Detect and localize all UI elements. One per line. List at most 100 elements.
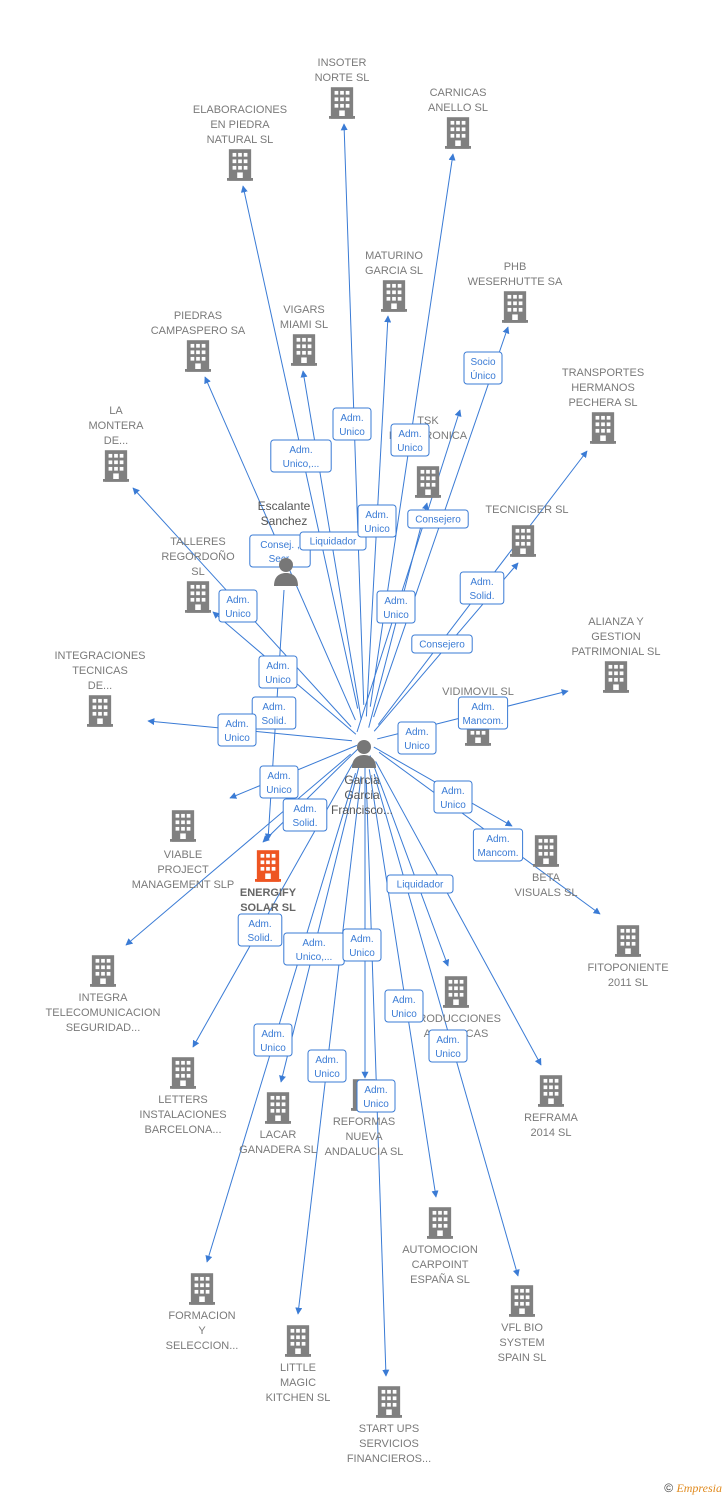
- relationship-edge: [262, 747, 360, 843]
- role-badge[interactable]: Adm. Unico: [390, 423, 430, 457]
- role-label: Unico: [397, 443, 423, 454]
- role-badge[interactable]: Consejero: [407, 509, 469, 529]
- role-badge-frame: [457, 696, 509, 730]
- role-label: Adm.: [315, 1055, 338, 1066]
- company-label: PIEDRAS: [174, 310, 222, 322]
- role-badge[interactable]: Adm.Unico: [218, 589, 258, 623]
- role-badge[interactable]: Consejero: [411, 634, 473, 654]
- role-badge[interactable]: Adm.Unico: [307, 1049, 347, 1083]
- role-label: Adm.: [267, 771, 290, 782]
- role-label: Adm.: [398, 429, 421, 440]
- role-badge[interactable]: Adm.Solid.: [282, 798, 328, 832]
- company-label: GARCIA SL: [365, 265, 423, 277]
- role-badge-frame: [251, 696, 297, 730]
- company-node-formacion[interactable]: FORMACIONYSELECCION...: [166, 1273, 239, 1352]
- footer-brand[interactable]: © Empresia: [664, 1481, 722, 1496]
- role-label: Adm.: [302, 938, 325, 949]
- role-label: Unico: [391, 1009, 417, 1020]
- company-label: GANADERA SL: [239, 1144, 317, 1156]
- company-label: REFORMAS: [333, 1116, 395, 1128]
- building-icon: [376, 1386, 402, 1418]
- role-label: Secr.: [269, 554, 292, 565]
- company-label: SELECCION...: [166, 1340, 239, 1352]
- company-label: ALIANZA Y: [588, 616, 644, 628]
- role-label: Adm.: [471, 702, 494, 713]
- company-label: SYSTEM: [499, 1337, 544, 1349]
- company-node-tecniciser[interactable]: TECNICISER SL: [485, 504, 569, 557]
- company-label: NATURAL SL: [207, 134, 274, 146]
- role-badge-frame: [299, 531, 367, 551]
- role-badge[interactable]: Adm.Solid.: [251, 696, 297, 730]
- brand-logo: Empresia: [676, 1481, 722, 1495]
- role-badge[interactable]: Adm.Unico: [433, 780, 473, 814]
- role-badge[interactable]: Adm.Unico: [332, 407, 372, 441]
- role-badge-frame: [307, 1049, 347, 1083]
- role-badge[interactable]: Adm.Unico,...: [283, 932, 345, 966]
- building-icon: [381, 280, 407, 312]
- company-label: FORMACION: [168, 1310, 235, 1322]
- company-node-vidimovil[interactable]: VIDIMOVIL SL: [442, 686, 514, 746]
- role-badge[interactable]: Adm.Unico: [258, 655, 298, 689]
- role-badge-frame: [270, 439, 332, 473]
- company-label: DE...: [104, 435, 128, 447]
- company-node-integraciones[interactable]: INTEGRACIONESTECNICASDE...: [54, 650, 146, 727]
- company-label: 2014 SL: [531, 1127, 572, 1139]
- company-node-startups[interactable]: START UPSSERVICIOSFINANCIEROS...: [347, 1386, 431, 1465]
- person-icon: [352, 740, 376, 768]
- role-badge[interactable]: Adm.Unico: [259, 765, 299, 799]
- role-badge[interactable]: Liquidador: [299, 531, 367, 551]
- second-person[interactable]: Escalante Sanchez: [258, 499, 311, 586]
- company-node-letters[interactable]: LETTERSINSTALACIONESBARCELONA...: [139, 1057, 227, 1136]
- company-label: MATURINO: [365, 250, 423, 262]
- role-badge-frame: [459, 571, 505, 605]
- company-node-integra[interactable]: INTEGRATELECOMUNICACIONSEGURIDAD...: [46, 955, 161, 1034]
- center-person[interactable]: Garcia Garcia Francisco...: [331, 740, 393, 817]
- role-badge[interactable]: Adm.Solid.: [237, 913, 283, 947]
- role-badge[interactable]: Adm.Unico: [357, 504, 397, 538]
- role-badge[interactable]: Adm.Solid.: [459, 571, 505, 605]
- person2-name-line-1: Escalante: [258, 499, 311, 513]
- company-label: PROJECT: [157, 864, 209, 876]
- role-badge[interactable]: Adm.Unico: [384, 989, 424, 1023]
- role-badge[interactable]: Adm.Unico: [428, 1029, 468, 1063]
- role-badge[interactable]: Adm.Unico: [397, 721, 437, 755]
- building-icon: [329, 87, 355, 119]
- role-badge-frame: [259, 765, 299, 799]
- role-badge[interactable]: Adm.Mancom.: [472, 828, 524, 862]
- role-badge[interactable]: Adm.Unico: [356, 1079, 396, 1113]
- role-badge[interactable]: Adm.Unico: [217, 713, 257, 747]
- role-badge-frame: [472, 828, 524, 862]
- company-label: INTEGRA: [79, 992, 129, 1004]
- company-node-maturino[interactable]: MATURINO GARCIA SL: [365, 250, 423, 312]
- role-label: Unico: [364, 524, 390, 535]
- role-badge[interactable]: Adm.Mancom.: [457, 696, 509, 730]
- role-badge[interactable]: Adm.Unico: [253, 1023, 293, 1057]
- role-label: Unico: [440, 800, 466, 811]
- role-badge[interactable]: Adm.Unico,...: [270, 439, 332, 473]
- role-badge[interactable]: Liquidador: [386, 874, 454, 894]
- role-badge[interactable]: Adm.Unico: [376, 590, 416, 624]
- role-badge[interactable]: Adm.Unico: [342, 928, 382, 962]
- company-node-lamontera[interactable]: LAMONTERADE...: [89, 405, 145, 482]
- role-badge-frame: [282, 798, 328, 832]
